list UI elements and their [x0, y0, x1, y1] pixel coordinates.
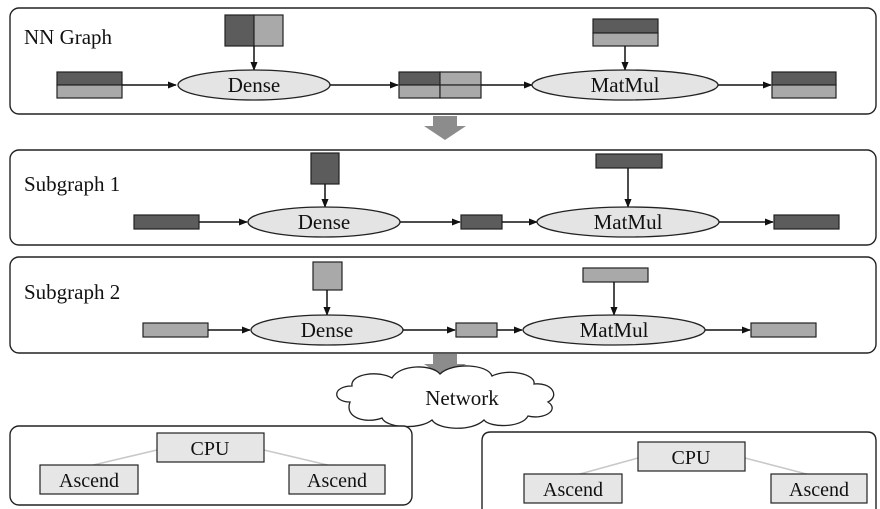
nn-dense-label: Dense: [228, 73, 280, 97]
device2-ascend-right-label: Ascend: [789, 479, 849, 501]
nn-graph-panel: NN Graph Dense MatMu: [9, 7, 877, 115]
split-flow-arrow: [424, 116, 466, 140]
sg2-mid-tensor: [455, 322, 498, 338]
nn-output-tensor: [771, 71, 837, 99]
sg1-input-tensor: [133, 214, 200, 230]
sg1-mid-tensor: [460, 214, 503, 230]
device1-ascend-left-box: [39, 464, 139, 495]
cloud-shape: [336, 365, 555, 429]
device1-ascend-right-label: Ascend: [307, 470, 367, 492]
device1-cpu-label: CPU: [191, 438, 230, 460]
device1-ascend-left-label: Ascend: [59, 470, 119, 492]
subgraph2-frame: [9, 256, 877, 354]
sg2-dense-weight-tensor: [312, 261, 343, 291]
subgraph1-title: Subgraph 1: [24, 172, 120, 196]
subgraph2-panel: Subgraph 2 Dense MatMul: [9, 256, 877, 354]
sg1-output-tensor: [773, 214, 840, 230]
network-cloud: Network: [336, 365, 555, 429]
device-group-1: CPU Ascend Ascend: [9, 425, 413, 506]
subgraph1-panel: Subgraph 1 Dense MatMul: [9, 149, 877, 246]
deploy-flow-arrow: [424, 354, 466, 378]
subgraph1-frame: [9, 149, 877, 246]
nn-input-tensor: [56, 71, 123, 99]
device2-ascend-left-box: [523, 473, 623, 504]
device2-ascend-right-box: [770, 473, 868, 504]
nn-matmul-label: MatMul: [591, 73, 660, 97]
network-label: Network: [425, 386, 499, 410]
sg1-dense-weight-tensor: [310, 152, 340, 185]
sg2-output-tensor: [750, 322, 817, 338]
device1-cpu-box: [156, 432, 265, 463]
device2-cpu-label: CPU: [672, 447, 711, 469]
nn-dense-weight-tensor: [224, 14, 284, 47]
sg1-matmul-label: MatMul: [594, 210, 663, 234]
sg1-dense-label: Dense: [298, 210, 350, 234]
device2-ascend-left-label: Ascend: [543, 479, 603, 501]
sg2-matmul-weight-tensor: [582, 267, 649, 283]
sg2-dense-label: Dense: [301, 318, 353, 342]
device-group-2: CPU Ascend Ascend: [481, 431, 877, 509]
device1-link-left: [84, 449, 158, 468]
nn-mid-tensor: [398, 71, 482, 99]
device2-cpu-box: [637, 441, 746, 472]
device1-ascend-right-box: [288, 464, 386, 495]
sg1-matmul-weight-tensor: [595, 153, 663, 169]
nn-graph-title: NN Graph: [24, 25, 113, 49]
sg2-matmul-label: MatMul: [580, 318, 649, 342]
sg2-input-tensor: [142, 322, 209, 338]
subgraph2-title: Subgraph 2: [24, 280, 120, 304]
device1-link-right: [263, 449, 337, 468]
nn-matmul-weight-tensor: [592, 18, 659, 47]
